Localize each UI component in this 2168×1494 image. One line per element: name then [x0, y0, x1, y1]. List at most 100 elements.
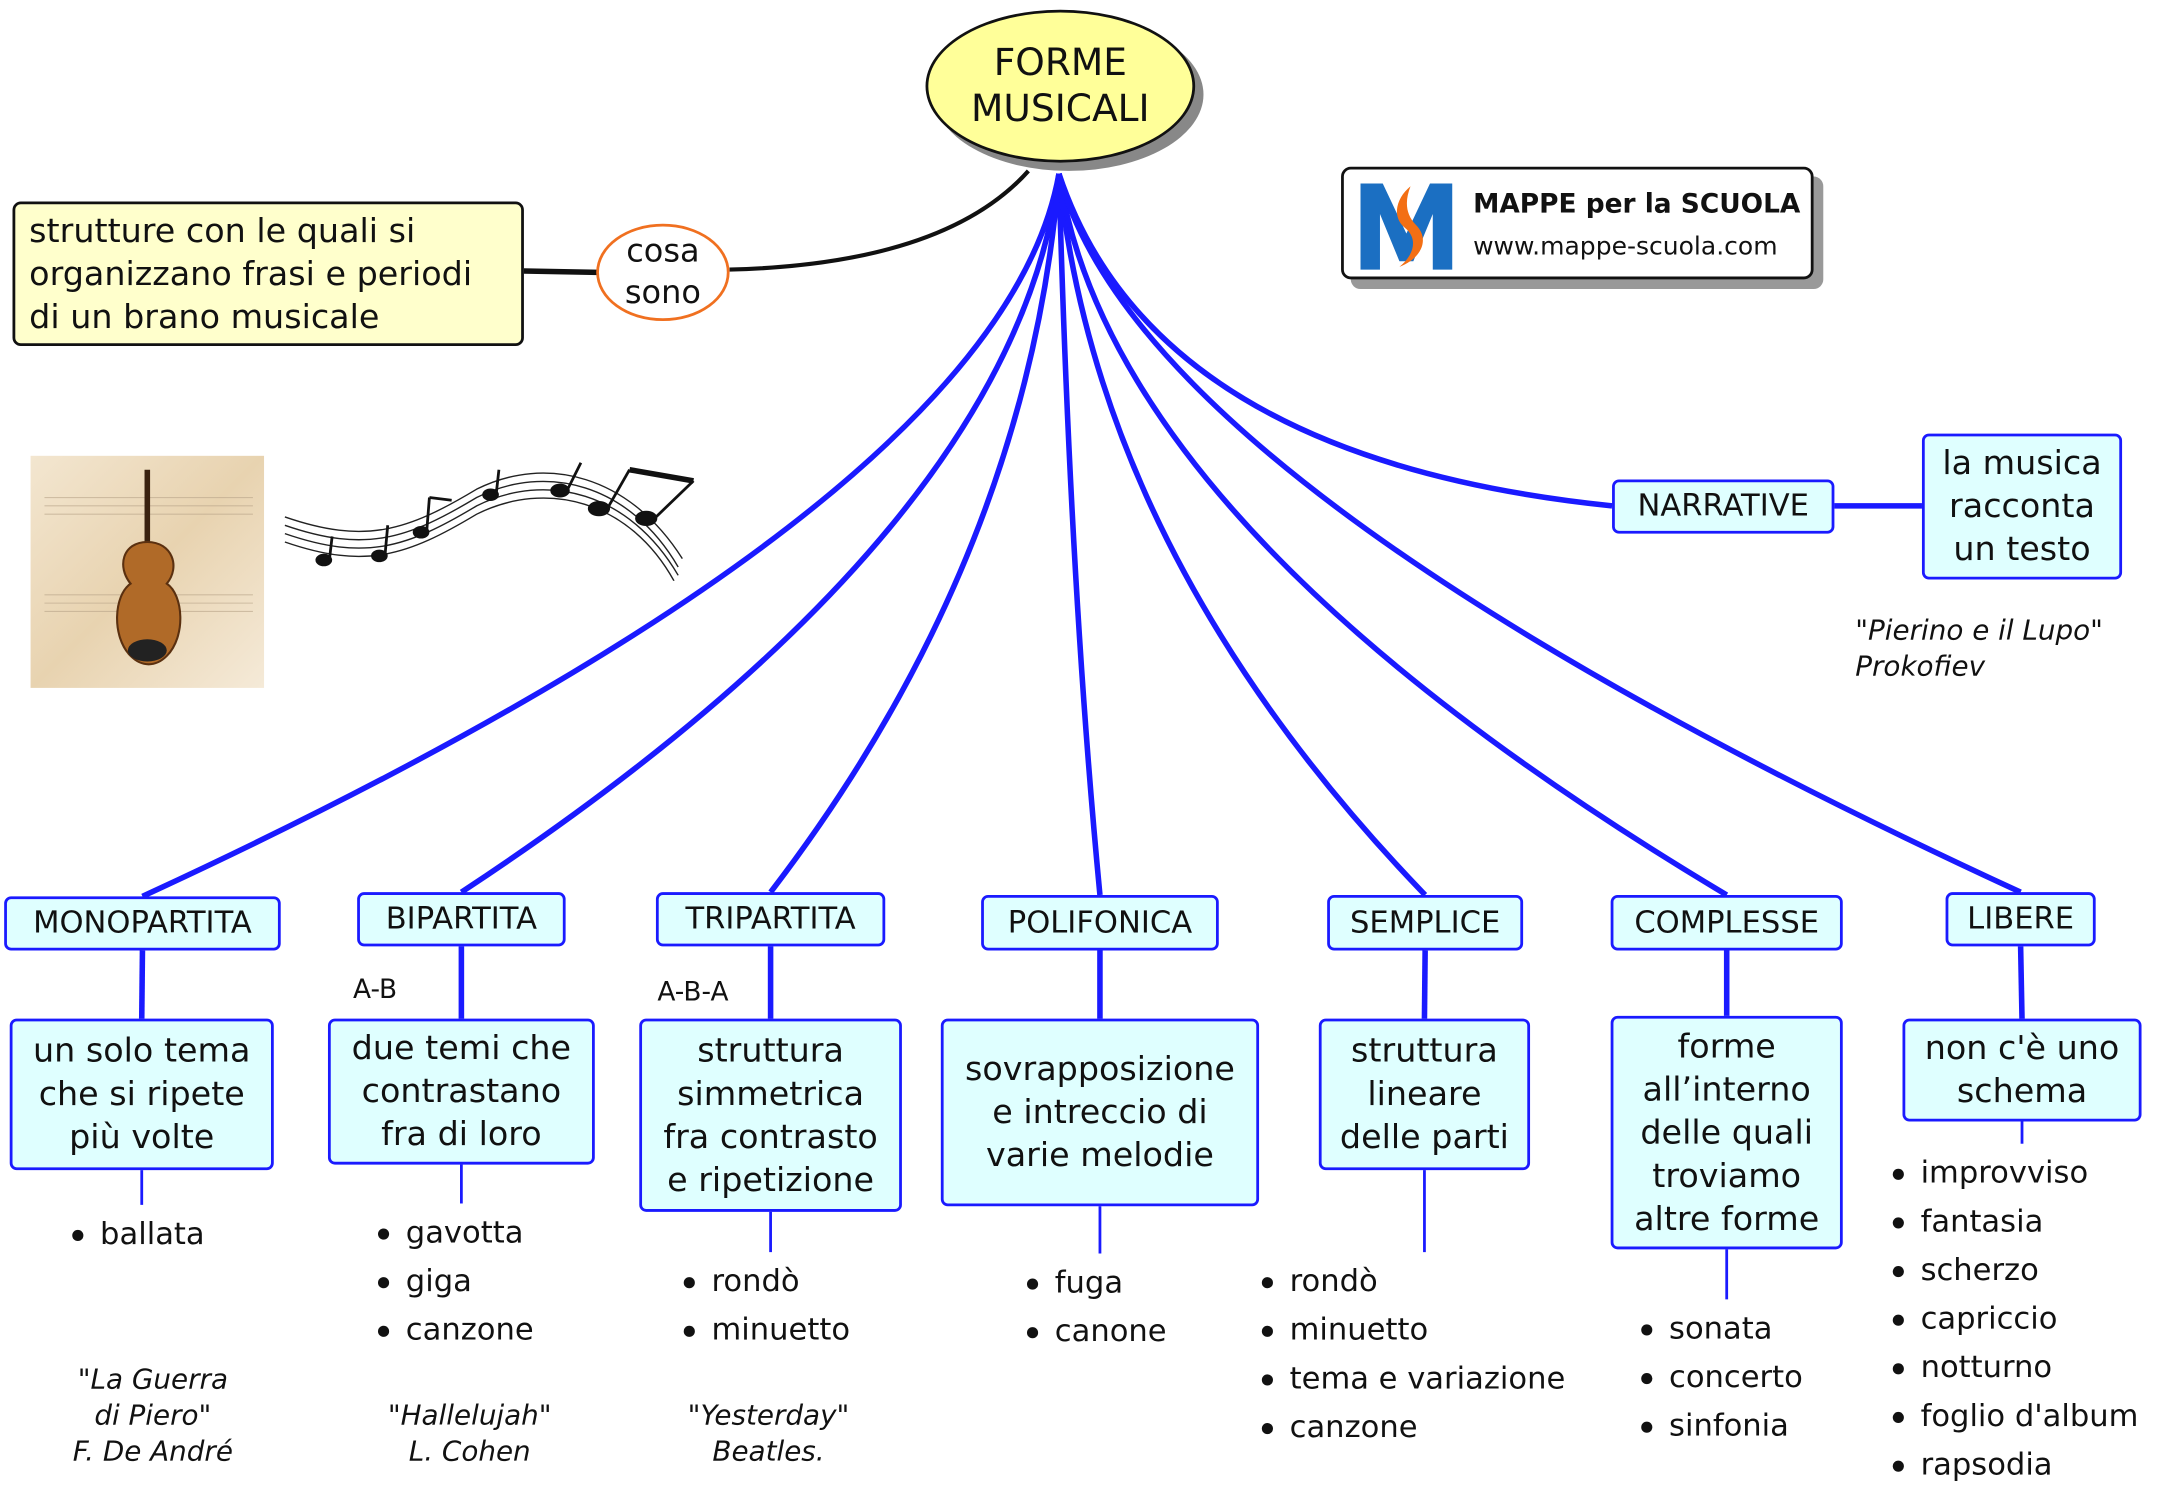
libere-description[interactable]: non c'è uno schema	[1902, 1018, 2142, 1122]
complesse-examples-list: sonata concerto sinfonia	[1641, 1305, 1803, 1451]
bipartita-description[interactable]: due temi che contrastano fra di loro	[327, 1018, 595, 1165]
logo-box[interactable]: MAPPE per la SCUOLA www.mappe-scuola.com	[1341, 166, 1814, 280]
node-libere[interactable]: LIBERE	[1945, 892, 2096, 947]
violin-image	[30, 455, 265, 688]
description-text: struttura simmetrica fra contrasto e rip…	[663, 1030, 878, 1199]
semplice-description[interactable]: struttura lineare delle parti	[1318, 1018, 1531, 1171]
citation-line: "La Guerra	[77, 1361, 228, 1396]
list-item: rondò	[683, 1258, 850, 1307]
list-item-text: fantasia	[1920, 1204, 2044, 1240]
list-item-text: foglio d'album	[1920, 1399, 2139, 1435]
definition-text: strutture con le quali si organizzano fr…	[29, 210, 473, 336]
list-item: canzone	[377, 1306, 534, 1355]
citation-line: Beatles.	[712, 1434, 825, 1468]
connector-semplice-description	[1421, 950, 1428, 1019]
list-item: fuga	[1026, 1259, 1167, 1308]
bullet-icon	[72, 1229, 84, 1242]
list-item: canone	[1026, 1308, 1167, 1357]
connector-semplice	[1056, 173, 1428, 897]
bullet-icon	[1892, 1363, 1904, 1375]
list-item: minuetto	[683, 1306, 850, 1355]
node-complesse[interactable]: COMPLESSE	[1610, 894, 1843, 951]
node-monopartita[interactable]: MONOPARTITA	[4, 896, 281, 951]
music-notes-image	[284, 462, 695, 581]
complesse-description[interactable]: forme all’interno delle quali troviamo a…	[1610, 1015, 1843, 1250]
monopartita-description[interactable]: un solo tema che si ripete più volte	[9, 1018, 274, 1171]
description-text: sovrapposizione e intreccio di varie mel…	[964, 1049, 1235, 1175]
citation-line: "Pierino e il Lupo"	[1855, 612, 2103, 647]
bullet-icon	[1641, 1324, 1653, 1336]
node-label: MONOPARTITA	[33, 906, 252, 941]
list-item-text: ballata	[100, 1217, 205, 1253]
citation-line: L. Cohen	[408, 1434, 531, 1468]
connector-definition-box	[523, 268, 598, 276]
connector-monopartita	[141, 173, 1062, 899]
list-item-text: capriccio	[1920, 1302, 2058, 1337]
list-item-text: gavotta	[405, 1215, 524, 1251]
list-item: fantasia	[1892, 1198, 2139, 1247]
list-item-text: sinfonia	[1669, 1409, 1789, 1444]
list-item-text: minuetto	[1289, 1313, 1429, 1349]
list-item-text: concerto	[1669, 1360, 1803, 1396]
tripartita-citation: "Yesterday"Beatles.	[657, 1397, 879, 1469]
list-item-text: sonata	[1669, 1311, 1773, 1347]
connector-monopartita-description	[138, 950, 146, 1019]
connector-tripartita	[768, 173, 1062, 894]
node-semplice[interactable]: SEMPLICE	[1327, 894, 1524, 951]
polifonica-description[interactable]: sovrapposizione e intreccio di varie mel…	[940, 1018, 1260, 1207]
node-tripartita[interactable]: TRIPARTITA	[655, 892, 886, 947]
list-item-text: tema e variazione	[1289, 1361, 1566, 1397]
citation-line: "Hallelujah"	[387, 1398, 552, 1432]
list-item-text: canzone	[1289, 1410, 1418, 1446]
definition-box[interactable]: strutture con le quali si organizzano fr…	[12, 201, 524, 347]
bullet-icon	[1261, 1423, 1273, 1435]
bullet-icon	[1026, 1278, 1039, 1290]
connector-libere	[1056, 173, 2022, 895]
list-item-text: scherzo	[1920, 1253, 2039, 1289]
center-node[interactable]: FORME MUSICALI	[925, 9, 1196, 163]
citation-line: "Yesterday"	[687, 1398, 850, 1432]
narrative-description[interactable]: la musica racconta un testo	[1921, 433, 2123, 580]
list-item: tema e variazione	[1261, 1355, 1566, 1404]
node-label: POLIFONICA	[1007, 905, 1193, 941]
bullet-icon	[377, 1277, 390, 1289]
bullet-icon	[1261, 1277, 1273, 1289]
tripartita-description[interactable]: struttura simmetrica fra contrasto e rip…	[639, 1018, 902, 1212]
bullet-icon	[1892, 1411, 1904, 1424]
node-polifonica[interactable]: POLIFONICA	[981, 894, 1219, 951]
connector-bipartita	[459, 173, 1062, 895]
citation-line: F. De André	[72, 1434, 233, 1468]
monopartita-examples-list: ballata	[72, 1210, 205, 1259]
connector-narrative	[1056, 172, 1613, 509]
bipartita-tag: A-B	[352, 974, 398, 1005]
node-narrative[interactable]: NARRATIVE	[1612, 479, 1835, 534]
link-cosa-sono[interactable]: cosa sono	[596, 223, 730, 322]
bullet-icon	[1261, 1325, 1273, 1337]
list-item: giga	[377, 1258, 534, 1307]
bullet-icon	[377, 1228, 390, 1240]
list-item: notturno	[1892, 1344, 2139, 1393]
list-item-text: improvviso	[1920, 1156, 2089, 1191]
bullet-icon	[683, 1325, 695, 1337]
description-text: struttura lineare delle parti	[1339, 1031, 1509, 1157]
connector-complesse	[1056, 173, 1729, 898]
connector-libere-description	[2017, 946, 2025, 1019]
bullet-icon	[1641, 1421, 1653, 1433]
list-item-text: canone	[1054, 1314, 1167, 1350]
bullet-icon	[1261, 1374, 1273, 1386]
description-text: forme all’interno delle quali troviamo a…	[1634, 1026, 1820, 1238]
citation-line: Prokofiev	[1855, 648, 1986, 683]
node-label: TRIPARTITA	[685, 901, 856, 937]
bullet-icon	[377, 1325, 390, 1337]
list-item: sinfonia	[1641, 1402, 1803, 1451]
list-item: scherzo	[1892, 1247, 2139, 1296]
node-label: SEMPLICE	[1350, 905, 1501, 941]
bullet-icon	[1892, 1168, 1904, 1180]
bullet-icon	[1892, 1460, 1904, 1472]
description-text: un solo tema che si ripete più volte	[33, 1031, 251, 1157]
node-bipartita[interactable]: BIPARTITA	[357, 892, 566, 947]
description-text: non c'è uno schema	[1924, 1028, 2120, 1111]
